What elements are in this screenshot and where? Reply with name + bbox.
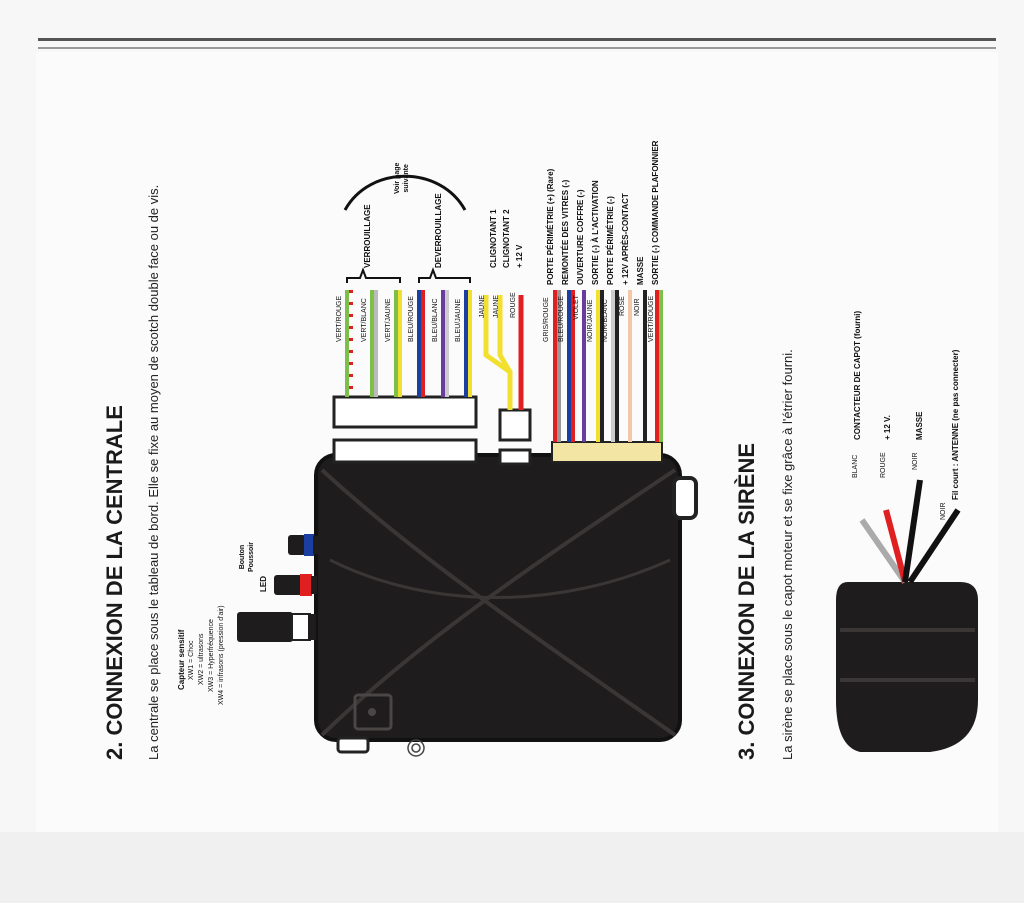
alarm-module: [314, 453, 698, 757]
sensor-line: XW4 = infrasons (pression d'air): [218, 605, 225, 705]
section2-intro: La centrale se place sous le tableau de …: [146, 184, 161, 760]
top-rule: [38, 38, 996, 41]
wire-color-label: VERT/ROUGE: [336, 295, 343, 342]
wire-color-label: GRIS/ROUGE: [543, 297, 550, 342]
wire-color-label: NOIR: [634, 298, 641, 317]
siren-wire-color: NOIR: [940, 502, 947, 521]
wire-function-label: REMONTÉE DES VITRES (-): [561, 179, 570, 285]
wire-function-label: PORTE PÉRIMÉTRIE (-): [606, 196, 615, 285]
sensor-line: XW1 = Choc: [188, 640, 195, 681]
wire-color-label: NOIR/BLANC: [602, 299, 609, 342]
siren-wire-color: ROUGE: [880, 452, 887, 478]
wire-color-label: NOIR/JAUNE: [587, 299, 594, 342]
siren-wire-color: NOIR: [912, 452, 919, 471]
blinker-wires: [483, 295, 524, 410]
wire-color-label: VERT/JAUNE: [385, 298, 392, 342]
siren-wire-color: BLANC: [852, 454, 859, 478]
scan-margin: [0, 832, 1024, 903]
wire-color-label: VERT/ROUGE: [648, 295, 655, 342]
sensor-line: XW3 = Hyperfréquence: [208, 619, 215, 692]
sensor-line: XW2 = ultrasons: [198, 633, 205, 685]
function-wires: [553, 290, 663, 442]
wire-color-label: BLEU/BLANC: [432, 298, 439, 342]
siren-wire-function: Fil court : ANTENNE (ne pas connecter): [951, 349, 960, 500]
wire-color-label: VERT/BLANC: [361, 298, 368, 342]
wire-function-label: OUVERTURE COFFRE (-): [576, 189, 585, 285]
lock-wires: [345, 290, 472, 397]
wire-function-label: SORTIE (-) À L'ACTIVATION: [591, 180, 600, 285]
button-label: Bouton Poussoir: [239, 542, 255, 572]
siren-wire-function: CONTACTEUR DE CAPOT (fourni): [853, 310, 862, 440]
siren-wire-function: + 12 V.: [883, 415, 892, 440]
see-next-page: Voir page suivante: [394, 162, 410, 194]
sensor-title: Capteur sensitif: [177, 629, 186, 690]
wire-function-label: CLIGNOTANT 1: [489, 209, 498, 268]
side-plugs: [237, 534, 318, 642]
wire-color-label: ROUGE: [510, 292, 517, 318]
siren: [836, 479, 978, 752]
wire-function-label: PORTE PÉRIMÉTRIE (+) (Rare): [546, 168, 555, 285]
wire-color-label: ROSE: [619, 296, 626, 316]
wire-function-label: + 12V APRÈS-CONTACT: [621, 193, 630, 285]
wire-color-label: JAUNE: [479, 295, 486, 318]
unlock-group-label: DEVERROUILLAGE: [434, 193, 443, 268]
wire-color-label: BLEU/ROUGE: [408, 296, 415, 342]
section2-title: 2. CONNEXION DE LA CENTRALE: [102, 405, 127, 760]
wire-color-label: BLEU/JAUNE: [455, 298, 462, 342]
wire-function-label: CLIGNOTANT 2: [502, 209, 511, 268]
wire-function-label: SORTIE (-) COMMANDE PLAFONNIER: [651, 140, 660, 285]
wire-function-label: + 12 V: [515, 244, 524, 268]
group-brackets: [343, 174, 471, 283]
section3-intro: La sirène se place sous le capot moteur …: [780, 349, 795, 760]
top-rule-secondary: [38, 47, 996, 49]
lock-group-label: VERROUILLAGE: [363, 204, 372, 268]
wire-color-label: VIOLET: [573, 295, 580, 320]
wire-function-label: MASSE: [636, 256, 645, 285]
wire-color-label: JAUNE: [493, 295, 500, 318]
siren-wire-function: MASSE: [915, 411, 924, 440]
connectors: [332, 395, 663, 466]
wire-color-label: BLEU/ROUGE: [558, 296, 565, 342]
led-label: LED: [259, 576, 268, 592]
section3-title: 3. CONNEXION DE LA SIRÈNE: [734, 442, 759, 760]
